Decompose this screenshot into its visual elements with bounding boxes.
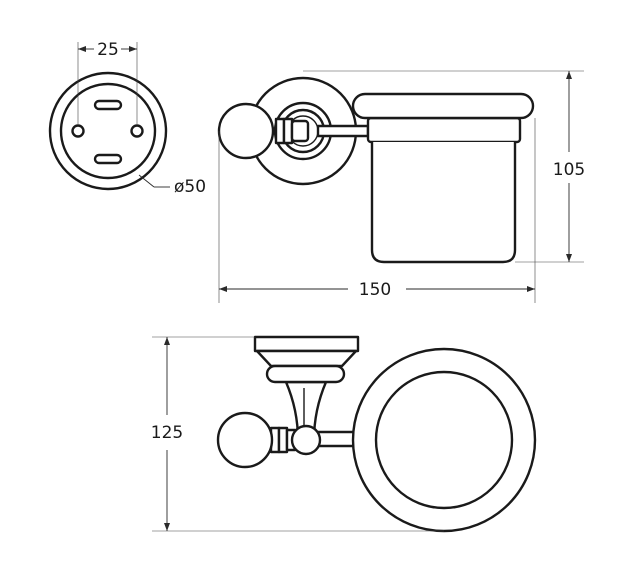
top-knob-ball bbox=[216, 411, 274, 469]
mounting-slot-top bbox=[93, 99, 123, 111]
cup-rim bbox=[351, 92, 535, 120]
wall-plate-bevel bbox=[255, 349, 358, 368]
top-ring-inner bbox=[374, 370, 514, 510]
knob-ball bbox=[217, 102, 275, 160]
glass-cup bbox=[370, 142, 517, 264]
bracket-base bbox=[265, 364, 346, 384]
holder-ring bbox=[366, 116, 522, 144]
height-125-label: 125 bbox=[151, 423, 183, 443]
rosette-front-view bbox=[48, 71, 168, 191]
top-ring-outer bbox=[351, 347, 537, 533]
rosette-diameter-label: ø50 bbox=[174, 177, 206, 197]
top-knob-cap bbox=[290, 424, 322, 456]
dimension-hole-spacing: 25 bbox=[77, 40, 138, 124]
length-150-label: 150 bbox=[359, 280, 391, 300]
holder-arm bbox=[316, 124, 370, 138]
hole-spacing-label: 25 bbox=[97, 40, 119, 60]
dimension-height-105: 105 bbox=[303, 70, 585, 263]
mounting-slot-bottom bbox=[93, 153, 123, 165]
wall-plate bbox=[253, 335, 360, 353]
screw-hole-right bbox=[130, 124, 144, 138]
dimension-length-150: 150 bbox=[218, 118, 536, 303]
rosette-outer-ring bbox=[48, 71, 168, 191]
rosette-inner-ring bbox=[59, 82, 157, 180]
knob-collar-3 bbox=[290, 119, 310, 143]
holder-side-view bbox=[217, 76, 535, 264]
height-105-label: 105 bbox=[553, 160, 585, 180]
dimension-height-125: 125 bbox=[151, 336, 444, 532]
screw-hole-left bbox=[71, 124, 85, 138]
dimension-rosette-diameter: ø50 bbox=[138, 174, 206, 197]
holder-top-view bbox=[216, 335, 537, 533]
